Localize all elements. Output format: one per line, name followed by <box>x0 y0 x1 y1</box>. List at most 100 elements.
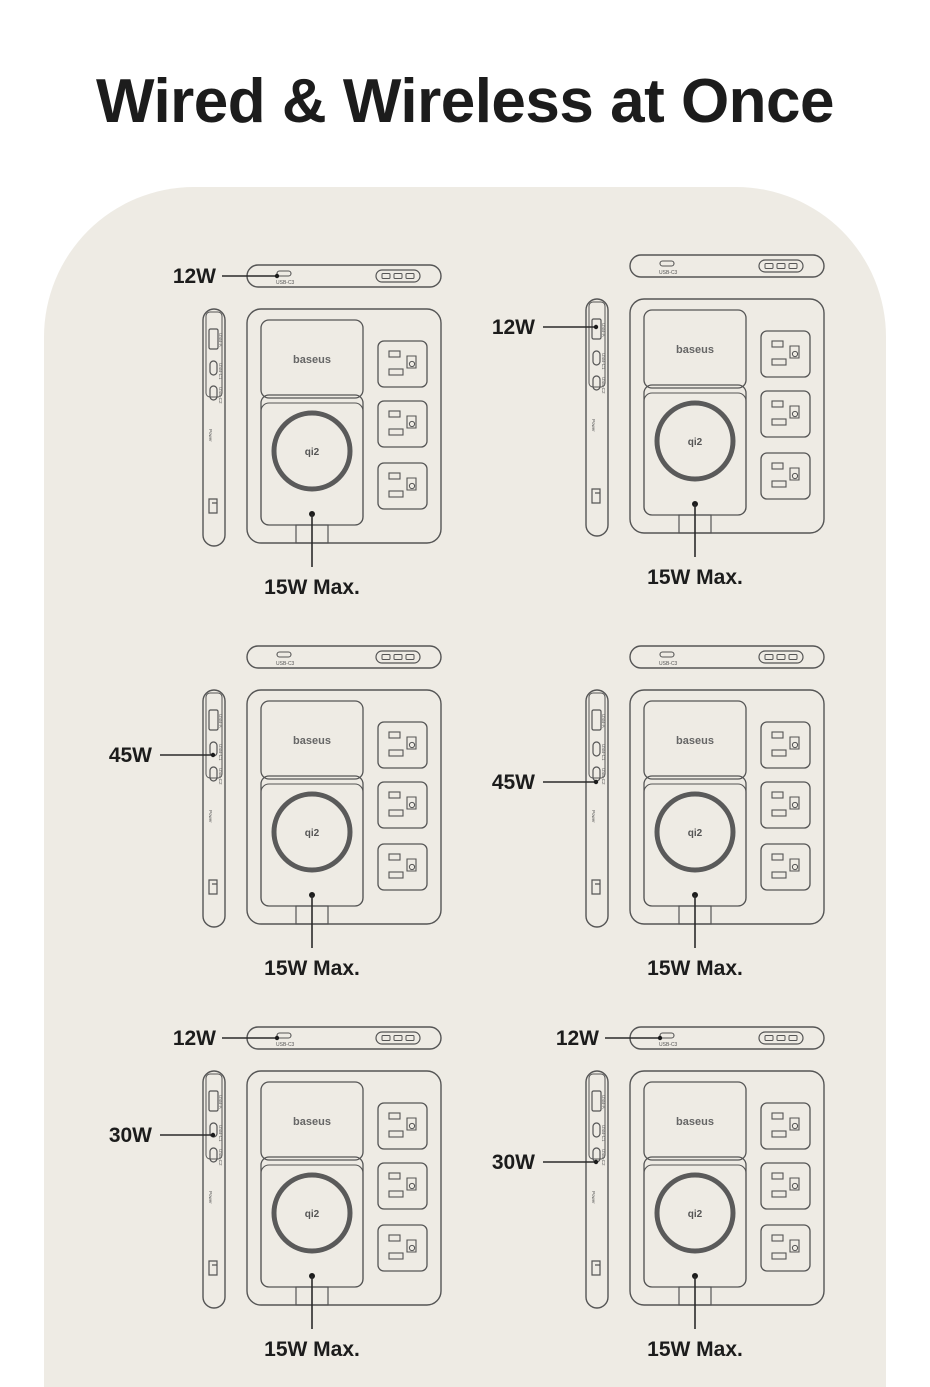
usb-port-icon <box>208 709 219 731</box>
brand-logo: baseus <box>293 354 331 366</box>
side-view-strip <box>585 689 609 928</box>
outlet-slot <box>771 731 784 739</box>
charger-unit-4: USB-C3USB-AUSB-C1USB-C2Powerbaseusqi215W… <box>492 645 825 980</box>
device-body <box>629 298 825 534</box>
side-power-label: Power <box>208 810 213 823</box>
page-title: Wired & Wireless at Once <box>95 67 835 136</box>
outlet-slot <box>388 791 401 799</box>
side-port-panel <box>205 1073 223 1160</box>
side-port-panel <box>588 1073 606 1160</box>
callout-dot <box>593 324 599 330</box>
outlet-slot <box>388 350 401 358</box>
outlet-icon <box>760 452 811 500</box>
outlet-icon <box>760 781 811 829</box>
side-port-output-label: 45W <box>492 771 535 794</box>
callout-dot <box>593 779 599 785</box>
magnetic-ring <box>654 1172 736 1254</box>
outlet-ground <box>406 1239 417 1253</box>
top-vent-slot <box>393 273 403 279</box>
side-port-label: USB-C1 <box>218 363 223 380</box>
plug-icon <box>591 1260 601 1276</box>
outlet-ground <box>406 1117 417 1131</box>
usb-port-icon <box>209 360 218 376</box>
outlet-slot <box>771 791 784 799</box>
outlet-slot <box>771 1234 784 1242</box>
plug-icon <box>208 1260 218 1276</box>
side-view-strip <box>585 1070 609 1309</box>
outlet-icon <box>760 721 811 769</box>
outlet-ground-hole <box>791 741 799 749</box>
outlet-ground <box>789 736 800 750</box>
usb-port-icon <box>591 1090 602 1112</box>
outlet-icon <box>760 1224 811 1272</box>
qi2-logo-icon: qi2 <box>688 437 703 448</box>
side-power-label: Power <box>591 810 596 823</box>
outlet-slot <box>771 1172 784 1180</box>
top-vent-slot <box>381 273 391 279</box>
outlet-ground <box>789 1177 800 1191</box>
side-view-strip <box>202 1070 226 1309</box>
outlet-slot <box>771 418 787 426</box>
outlet-ground-hole <box>791 350 799 358</box>
outlet-slot <box>771 1190 787 1198</box>
outlet-icon <box>760 390 811 438</box>
magnetic-ring <box>654 791 736 873</box>
side-port-label: USB-C1 <box>218 1125 223 1142</box>
usb-port-icon <box>591 709 602 731</box>
side-port-output-label: 30W <box>109 1124 152 1147</box>
brand-logo: baseus <box>293 735 331 747</box>
side-port-label: USB-C2 <box>218 1149 223 1166</box>
top-port-output-label: 12W <box>556 1027 599 1050</box>
wireless-output-label: 15W Max. <box>264 957 360 980</box>
top-vent-slot <box>405 1035 415 1041</box>
side-port-label: USB-C1 <box>601 353 606 370</box>
side-port-label: USB-C2 <box>218 768 223 785</box>
outlet-slot <box>771 1130 787 1138</box>
plug-icon <box>208 879 218 895</box>
outlet-slot <box>388 1172 401 1180</box>
top-view-strip <box>246 645 442 669</box>
device-body <box>629 689 825 925</box>
wireless-output-label: 15W Max. <box>264 576 360 599</box>
side-view-strip <box>585 298 609 537</box>
top-vent-group <box>375 650 421 664</box>
charger-unit-5: USB-C3USB-AUSB-C1USB-C2Powerbaseusqi215W… <box>109 1026 442 1361</box>
outlet-ground <box>789 467 800 481</box>
outlet-ground <box>789 1239 800 1253</box>
brand-pad <box>260 700 364 780</box>
callout-dot <box>210 752 216 758</box>
outlet-slot <box>771 462 784 470</box>
side-port-label: USB-C1 <box>218 744 223 761</box>
outlet-ground-hole <box>791 1122 799 1130</box>
top-vent-slot <box>788 654 798 660</box>
usb-port-icon <box>659 1032 675 1039</box>
top-vent-slot <box>405 654 415 660</box>
device-body <box>629 1070 825 1306</box>
outlet-slot <box>388 1234 401 1242</box>
outlet-slot <box>771 358 787 366</box>
qi2-logo-icon: qi2 <box>688 828 703 839</box>
side-port-label: USB-A <box>601 1095 606 1109</box>
magnetic-ring <box>271 1172 353 1254</box>
outlet-slot <box>388 1130 404 1138</box>
outlet-ground-hole <box>791 410 799 418</box>
qi2-logo-icon: qi2 <box>305 828 320 839</box>
usb-port-icon <box>208 328 219 350</box>
outlet-slot <box>771 400 784 408</box>
wireless-output-label: 15W Max. <box>647 957 743 980</box>
outlet-ground <box>789 796 800 810</box>
outlet-icon <box>760 1162 811 1210</box>
top-vent-slot <box>393 654 403 660</box>
outlet-icon <box>760 330 811 378</box>
outlet-ground-hole <box>791 801 799 809</box>
outlet-ground-hole <box>408 801 416 809</box>
outlet-ground <box>406 355 417 369</box>
side-power-label: Power <box>208 429 213 442</box>
brand-logo: baseus <box>676 735 714 747</box>
top-view-strip <box>629 254 825 278</box>
outlet-ground <box>406 736 417 750</box>
qi2-logo-icon: qi2 <box>305 447 320 458</box>
top-vent-slot <box>788 1035 798 1041</box>
qi2-logo-icon: qi2 <box>305 1209 320 1220</box>
side-view-strip <box>202 689 226 928</box>
